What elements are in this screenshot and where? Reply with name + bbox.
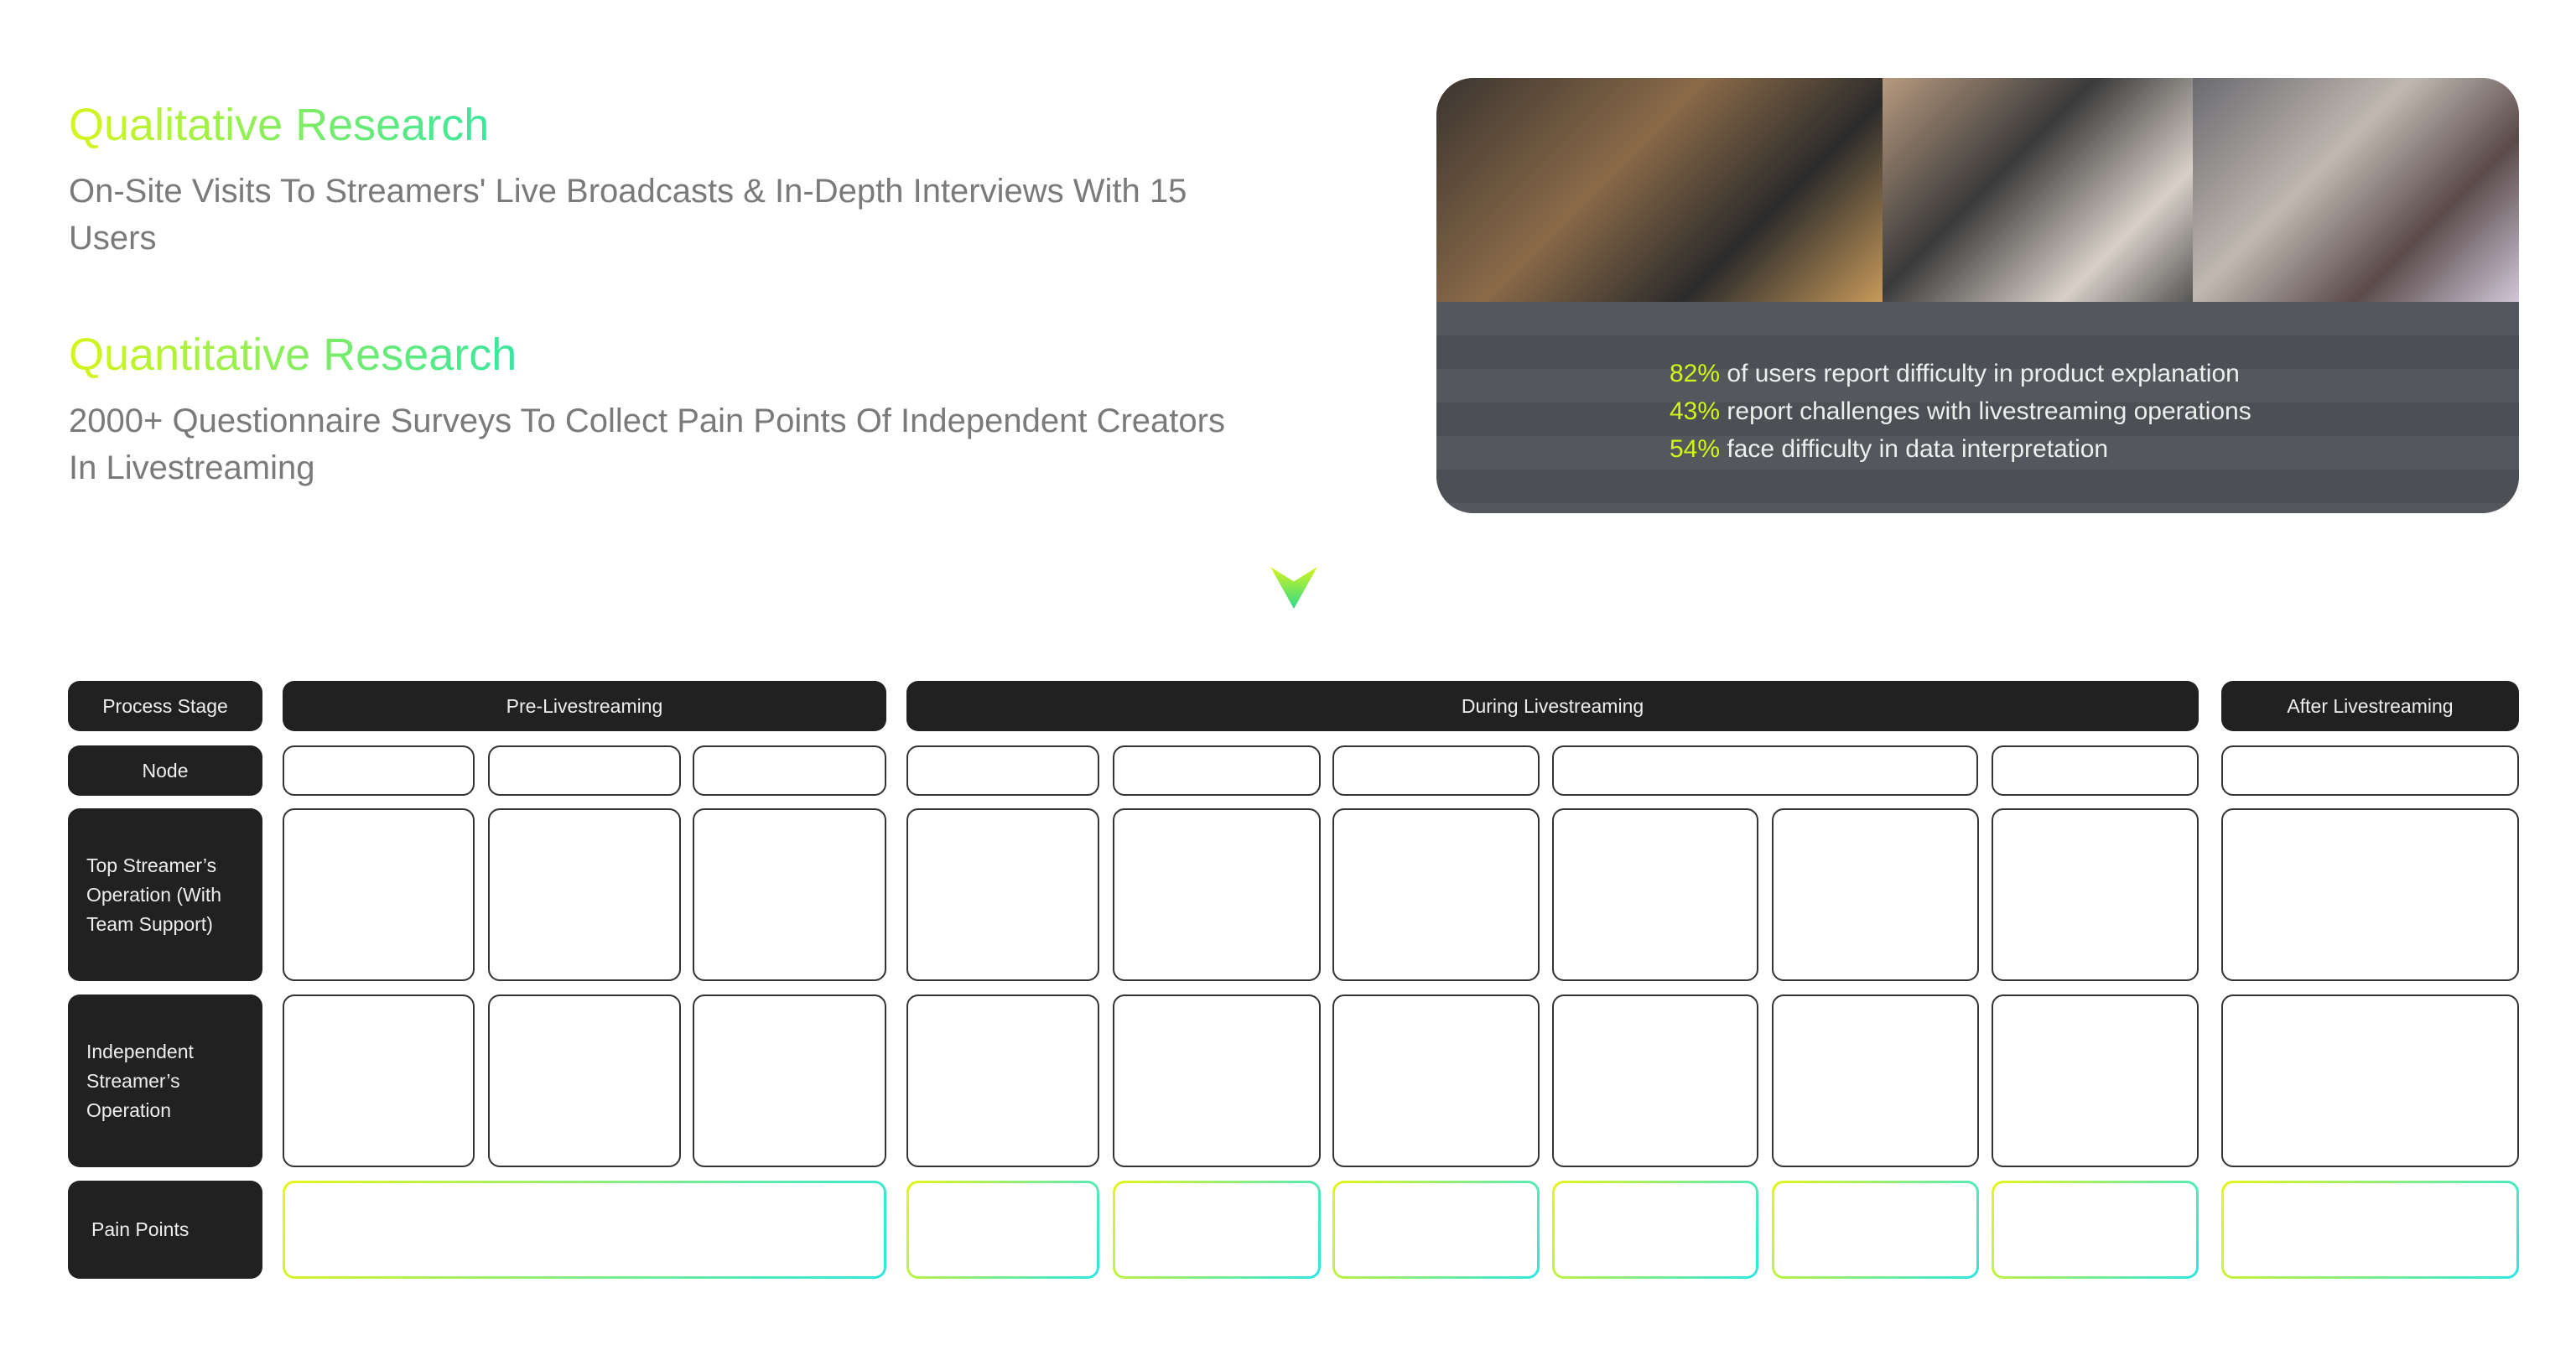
top-streamer-cell	[283, 808, 475, 981]
independent-streamer-cell	[1332, 994, 1540, 1167]
stat-line: 82% of users report difficulty in produc…	[1670, 360, 2240, 387]
top-streamer-cell	[1552, 808, 1758, 981]
pain-point-cell	[1113, 1181, 1321, 1279]
independent-streamer-cell	[906, 994, 1099, 1167]
stage-after-livestreaming: After Livestreaming	[2221, 681, 2519, 731]
node-cell	[693, 745, 886, 796]
top-streamer-cell	[693, 808, 886, 981]
top-streamer-cell	[1113, 808, 1321, 981]
label-pain-points: Pain Points	[68, 1181, 262, 1279]
stage-pre-livestreaming: Pre-Livestreaming	[283, 681, 886, 731]
pain-point-cell	[1772, 1181, 1979, 1279]
pain-point-cell	[283, 1181, 886, 1279]
top-streamer-cell	[1772, 808, 1979, 981]
interview-photo-1	[1436, 78, 1883, 302]
independent-streamer-cell	[1992, 994, 2199, 1167]
node-cell	[1552, 745, 1978, 796]
arrow-down-icon	[1270, 567, 1317, 609]
node-cell	[1113, 745, 1321, 796]
quantitative-title: Quantitative Research	[69, 330, 517, 380]
top-streamer-cell	[488, 808, 681, 981]
node-cell	[906, 745, 1099, 796]
node-cell	[2221, 745, 2519, 796]
label-process-stage: Process Stage	[68, 681, 262, 731]
research-photo-panel: 82% of users report difficulty in produc…	[1436, 78, 2519, 513]
qualitative-desc: On-Site Visits To Streamers' Live Broadc…	[69, 173, 1187, 257]
stage-during-livestreaming: During Livestreaming	[906, 681, 2199, 731]
node-cell	[1992, 745, 2199, 796]
label-independent-streamer: Independent Streamer’s Operation	[68, 994, 262, 1167]
top-streamer-cell	[906, 808, 1099, 981]
stat-line: 43% report challenges with livestreaming…	[1670, 397, 2251, 425]
independent-streamer-cell	[1113, 994, 1321, 1167]
node-cell	[488, 745, 681, 796]
independent-streamer-cell	[2221, 994, 2519, 1167]
survey-stats: 82% of users report difficulty in produc…	[1670, 355, 2251, 468]
interview-photo-2	[1883, 78, 2193, 302]
node-cell	[283, 745, 475, 796]
pain-point-cell	[906, 1181, 1099, 1279]
top-streamer-cell	[2221, 808, 2519, 981]
pain-point-cell	[1332, 1181, 1540, 1279]
pain-point-cell	[1552, 1181, 1758, 1279]
pain-point-cell	[1992, 1181, 2199, 1279]
top-streamer-cell	[1332, 808, 1540, 981]
qualitative-title: Qualitative Research	[69, 100, 490, 150]
quantitative-desc: 2000+ Questionnaire Surveys To Collect P…	[69, 402, 1225, 486]
pain-point-cell	[2221, 1181, 2519, 1279]
top-streamer-cell	[1992, 808, 2199, 981]
independent-streamer-cell	[283, 994, 475, 1167]
label-top-streamer: Top Streamer’s Operation (With Team Supp…	[68, 808, 262, 981]
stat-line: 54% face difficulty in data interpretati…	[1670, 435, 2109, 463]
independent-streamer-cell	[1772, 994, 1979, 1167]
independent-streamer-cell	[1552, 994, 1758, 1167]
independent-streamer-cell	[693, 994, 886, 1167]
node-cell	[1332, 745, 1540, 796]
label-node: Node	[68, 745, 262, 796]
independent-streamer-cell	[488, 994, 681, 1167]
survey-table-image	[1436, 302, 2519, 513]
interview-photo-3	[2193, 78, 2519, 302]
